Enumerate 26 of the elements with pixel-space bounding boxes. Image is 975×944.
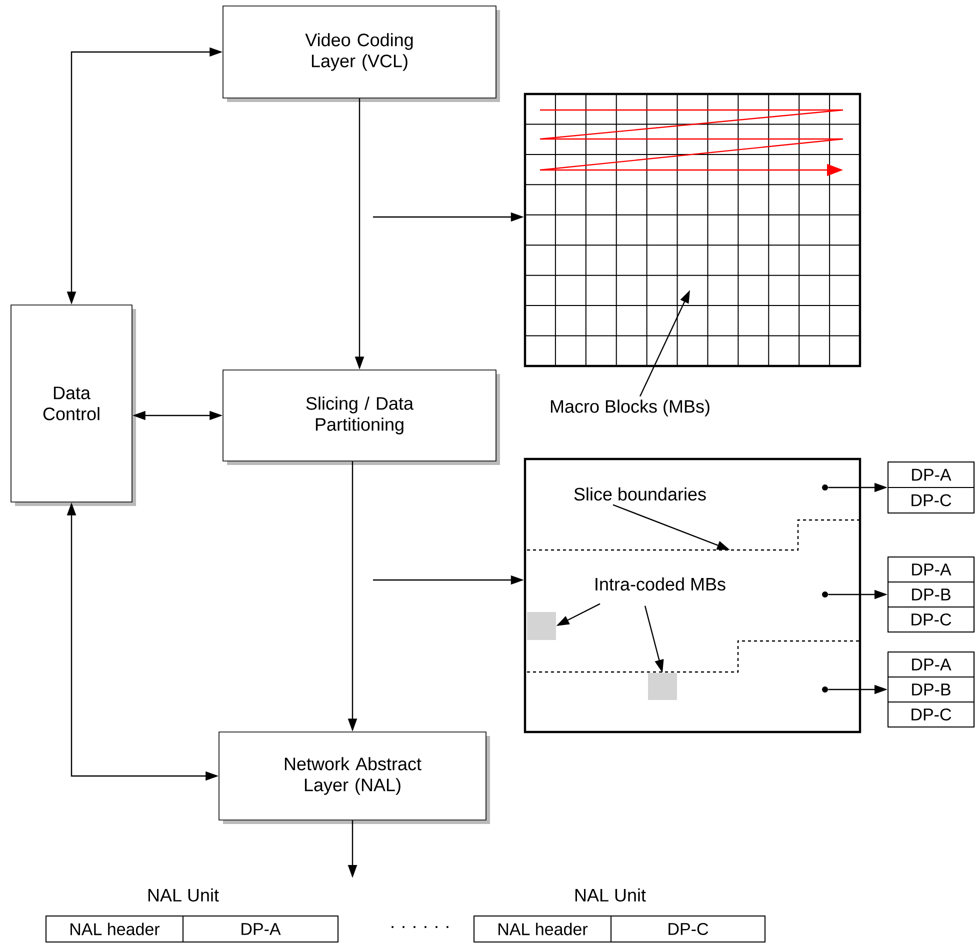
annotation-text: Intra-coded MBs: [596, 577, 726, 591]
partition-cell: DP-B: [888, 676, 974, 702]
annotation-text: Macro Blocks (MBs): [550, 400, 710, 416]
partition-cell: DP-A: [888, 652, 974, 678]
partition-cell: DP-C: [888, 606, 974, 632]
process-box: Network Abstract Layer (NAL): [218, 732, 490, 824]
partition-cell: DP-C: [888, 487, 974, 514]
partition-cell: DP-A: [888, 462, 974, 488]
unit-caption: NAL Unit: [575, 888, 646, 902]
nal-unit-cell: NAL header: [474, 916, 612, 942]
partition-cell: DP-C: [888, 702, 974, 728]
slice-frame: [524, 458, 862, 734]
ellipsis-dots: · · · · · ·: [392, 926, 448, 928]
process-box: Video Coding Layer (VCL): [222, 6, 500, 102]
macroblock-square: [527, 612, 556, 640]
process-box: Slicing / Data Partitioning: [222, 370, 500, 465]
macroblock-grid: [524, 92, 862, 368]
process-box: Data Control: [10, 304, 136, 506]
partition-cell: DP-B: [888, 582, 974, 608]
nal-unit-cell: DP-C: [610, 916, 766, 942]
macroblock-square: [648, 673, 677, 700]
nal-unit-cell: DP-A: [182, 916, 338, 942]
annotation-text: Slice boundaries: [574, 487, 706, 501]
nal-unit-cell: NAL header: [46, 916, 184, 942]
unit-caption: NAL Unit: [148, 888, 219, 902]
partition-cell: DP-A: [888, 556, 974, 582]
